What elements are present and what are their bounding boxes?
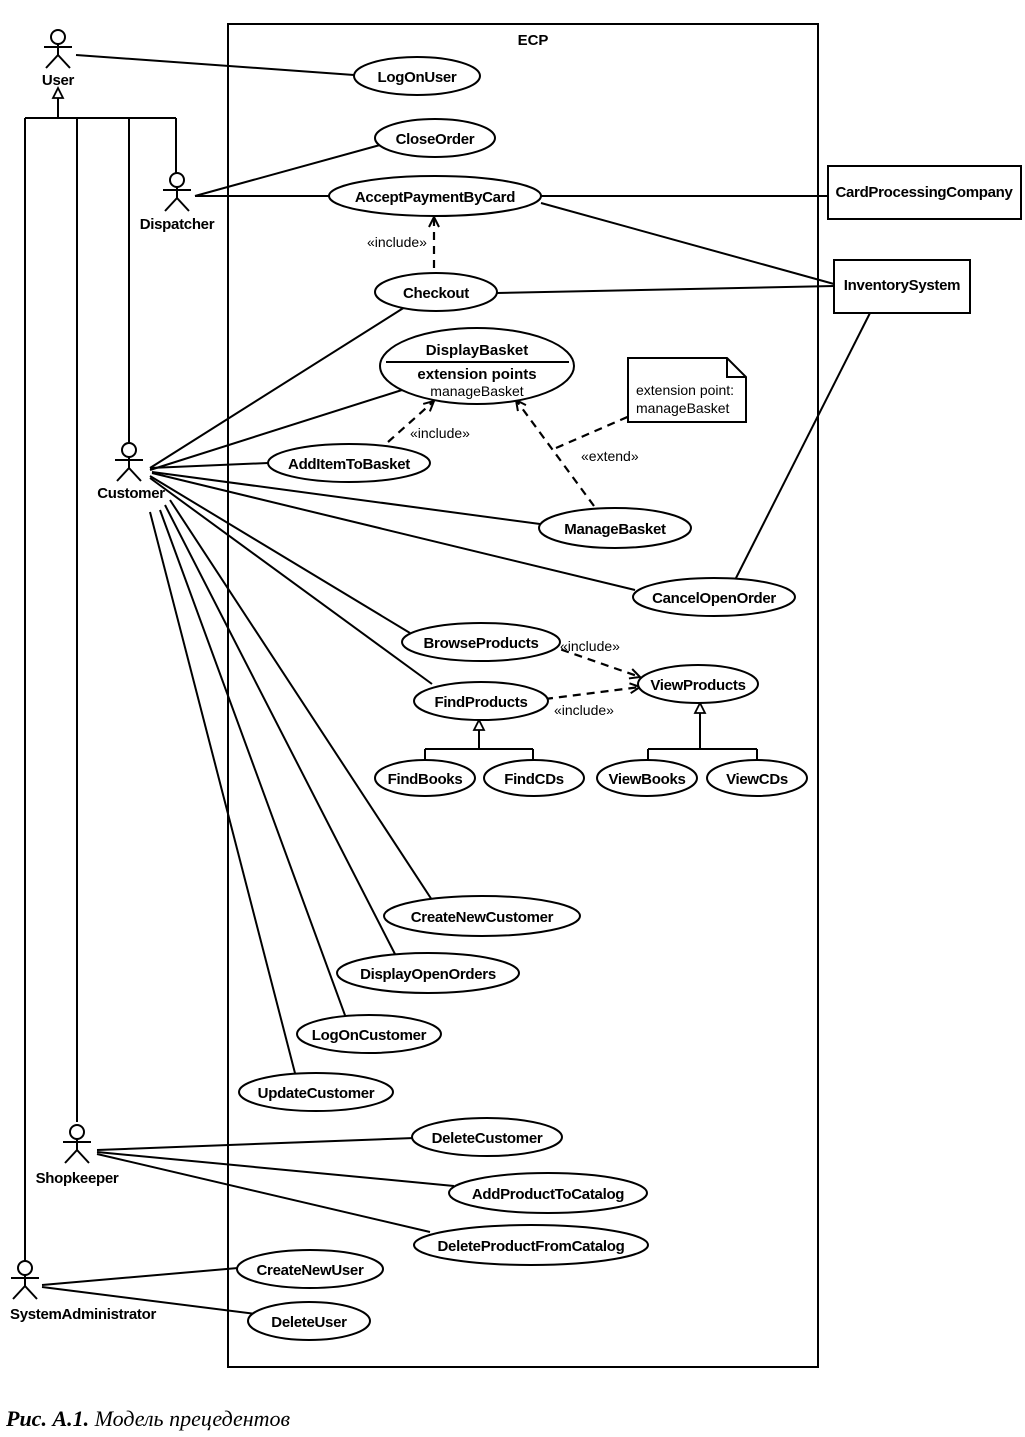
actor-shopkeeper[interactable] xyxy=(63,1124,91,1164)
actor-user-label: User xyxy=(42,72,75,89)
usecase-viewcds[interactable]: ViewCDs xyxy=(706,759,808,797)
usecase-browse[interactable]: BrowseProducts xyxy=(401,622,561,662)
usecase-viewbooks[interactable]: ViewBooks xyxy=(596,759,698,797)
include-label-find: «include» xyxy=(554,702,614,718)
usecase-cancelorder-label: CancelOpenOrder xyxy=(652,590,776,607)
actor-customer-label: Customer xyxy=(97,485,165,502)
usecase-logonuser[interactable]: LogOnUser xyxy=(353,56,481,96)
actor-customer-icon xyxy=(121,442,137,458)
usecase-viewproducts[interactable]: ViewProducts xyxy=(637,664,759,704)
include-label-additem: «include» xyxy=(410,425,470,441)
usecase-findbooks[interactable]: FindBooks xyxy=(374,759,476,797)
usecase-additem[interactable]: AddItemToBasket xyxy=(267,443,431,483)
usecase-checkout[interactable]: Checkout xyxy=(374,272,498,312)
actor-generalization xyxy=(24,85,177,1262)
usecase-findcds-label: FindCDs xyxy=(504,771,564,788)
note-line-1: extension point: xyxy=(636,382,734,398)
usecase-acceptpayment-label: AcceptPaymentByCard xyxy=(355,189,515,206)
usecase-createuser[interactable]: CreateNewUser xyxy=(236,1249,384,1289)
displaybasket-ext-title: extension points xyxy=(417,366,536,383)
actor-user[interactable] xyxy=(44,29,72,69)
usecase-managebasket[interactable]: ManageBasket xyxy=(538,507,692,549)
usecase-displaybasket[interactable]: DisplayBasket extension points manageBas… xyxy=(379,327,575,405)
usecase-closeorder-label: CloseOrder xyxy=(396,131,475,148)
usecase-createcustomer-label: CreateNewCustomer xyxy=(411,909,554,926)
usecase-displaybasket-label: DisplayBasket xyxy=(426,342,529,359)
usecase-findbooks-label: FindBooks xyxy=(388,771,463,788)
usecase-viewcds-label: ViewCDs xyxy=(726,771,788,788)
actor-shopkeeper-icon xyxy=(69,1124,85,1140)
figure-caption-text: Модель прецедентов xyxy=(94,1406,291,1431)
associations xyxy=(41,54,871,1315)
actor-user-icon xyxy=(50,29,66,45)
usecase-deleteproduct-label: DeleteProductFromCatalog xyxy=(438,1238,625,1255)
usecase-browse-label: BrowseProducts xyxy=(424,635,539,652)
actor-sysadmin[interactable] xyxy=(11,1260,39,1300)
usecase-logoncustomer-label: LogOnCustomer xyxy=(312,1027,427,1044)
usecase-displayorders-label: DisplayOpenOrders xyxy=(360,966,496,983)
usecase-logonuser-label: LogOnUser xyxy=(378,69,457,86)
usecase-find-label: FindProducts xyxy=(434,694,527,711)
system-title: ECP xyxy=(518,32,549,49)
usecase-viewproducts-label: ViewProducts xyxy=(650,677,745,694)
usecase-cancelorder[interactable]: CancelOpenOrder xyxy=(632,577,796,617)
extension-note: extension point: manageBasket xyxy=(627,357,747,423)
usecase-addproduct[interactable]: AddProductToCatalog xyxy=(448,1172,648,1214)
external-card-processing[interactable]: CardProcessingCompany xyxy=(827,165,1022,220)
include-label-browse: «include» xyxy=(560,638,620,654)
usecase-deletecustomer[interactable]: DeleteCustomer xyxy=(411,1117,563,1157)
actor-dispatcher-icon xyxy=(169,172,185,188)
usecase-additem-label: AddItemToBasket xyxy=(288,456,410,473)
actor-shopkeeper-label: Shopkeeper xyxy=(36,1170,119,1187)
usecase-deleteuser[interactable]: DeleteUser xyxy=(247,1301,371,1341)
external-inventory-system[interactable]: InventorySystem xyxy=(833,259,971,314)
displaybasket-ext-point: manageBasket xyxy=(430,383,524,399)
usecase-addproduct-label: AddProductToCatalog xyxy=(472,1186,624,1203)
extend-label: «extend» xyxy=(581,448,639,464)
usecase-createcustomer[interactable]: CreateNewCustomer xyxy=(383,895,581,937)
usecase-logoncustomer[interactable]: LogOnCustomer xyxy=(296,1014,442,1054)
figure-caption: Рис. А.1. Модель прецедентов xyxy=(6,1406,290,1432)
usecase-acceptpayment[interactable]: AcceptPaymentByCard xyxy=(328,175,542,217)
actor-dispatcher[interactable] xyxy=(163,172,191,212)
actor-customer[interactable] xyxy=(115,442,143,482)
usecase-updatecustomer-label: UpdateCustomer xyxy=(258,1085,375,1102)
dependencies xyxy=(387,217,640,701)
usecase-displayorders[interactable]: DisplayOpenOrders xyxy=(336,952,520,994)
usecase-deleteuser-label: DeleteUser xyxy=(271,1314,347,1331)
usecase-managebasket-label: ManageBasket xyxy=(564,521,666,538)
actor-sysadmin-label: SystemAdministrator xyxy=(10,1306,156,1323)
external-inventory-system-label: InventorySystem xyxy=(844,277,960,294)
include-label-checkout: «include» xyxy=(367,234,427,250)
external-card-processing-label: CardProcessingCompany xyxy=(835,184,1013,201)
actor-dispatcher-label: Dispatcher xyxy=(140,216,215,233)
usecase-generalization xyxy=(424,700,758,762)
note-line-2: manageBasket xyxy=(636,400,730,416)
actor-sysadmin-icon xyxy=(17,1260,33,1276)
usecase-checkout-label: Checkout xyxy=(403,285,469,302)
usecase-findcds[interactable]: FindCDs xyxy=(483,759,585,797)
usecase-viewbooks-label: ViewBooks xyxy=(608,771,685,788)
usecase-createuser-label: CreateNewUser xyxy=(257,1262,364,1279)
usecase-updatecustomer[interactable]: UpdateCustomer xyxy=(238,1072,394,1112)
usecase-deleteproduct[interactable]: DeleteProductFromCatalog xyxy=(413,1224,649,1266)
usecase-find[interactable]: FindProducts xyxy=(413,681,549,721)
usecase-closeorder[interactable]: CloseOrder xyxy=(374,118,496,158)
figure-caption-number: Рис. А.1. xyxy=(6,1406,90,1431)
usecase-deletecustomer-label: DeleteCustomer xyxy=(432,1130,543,1147)
